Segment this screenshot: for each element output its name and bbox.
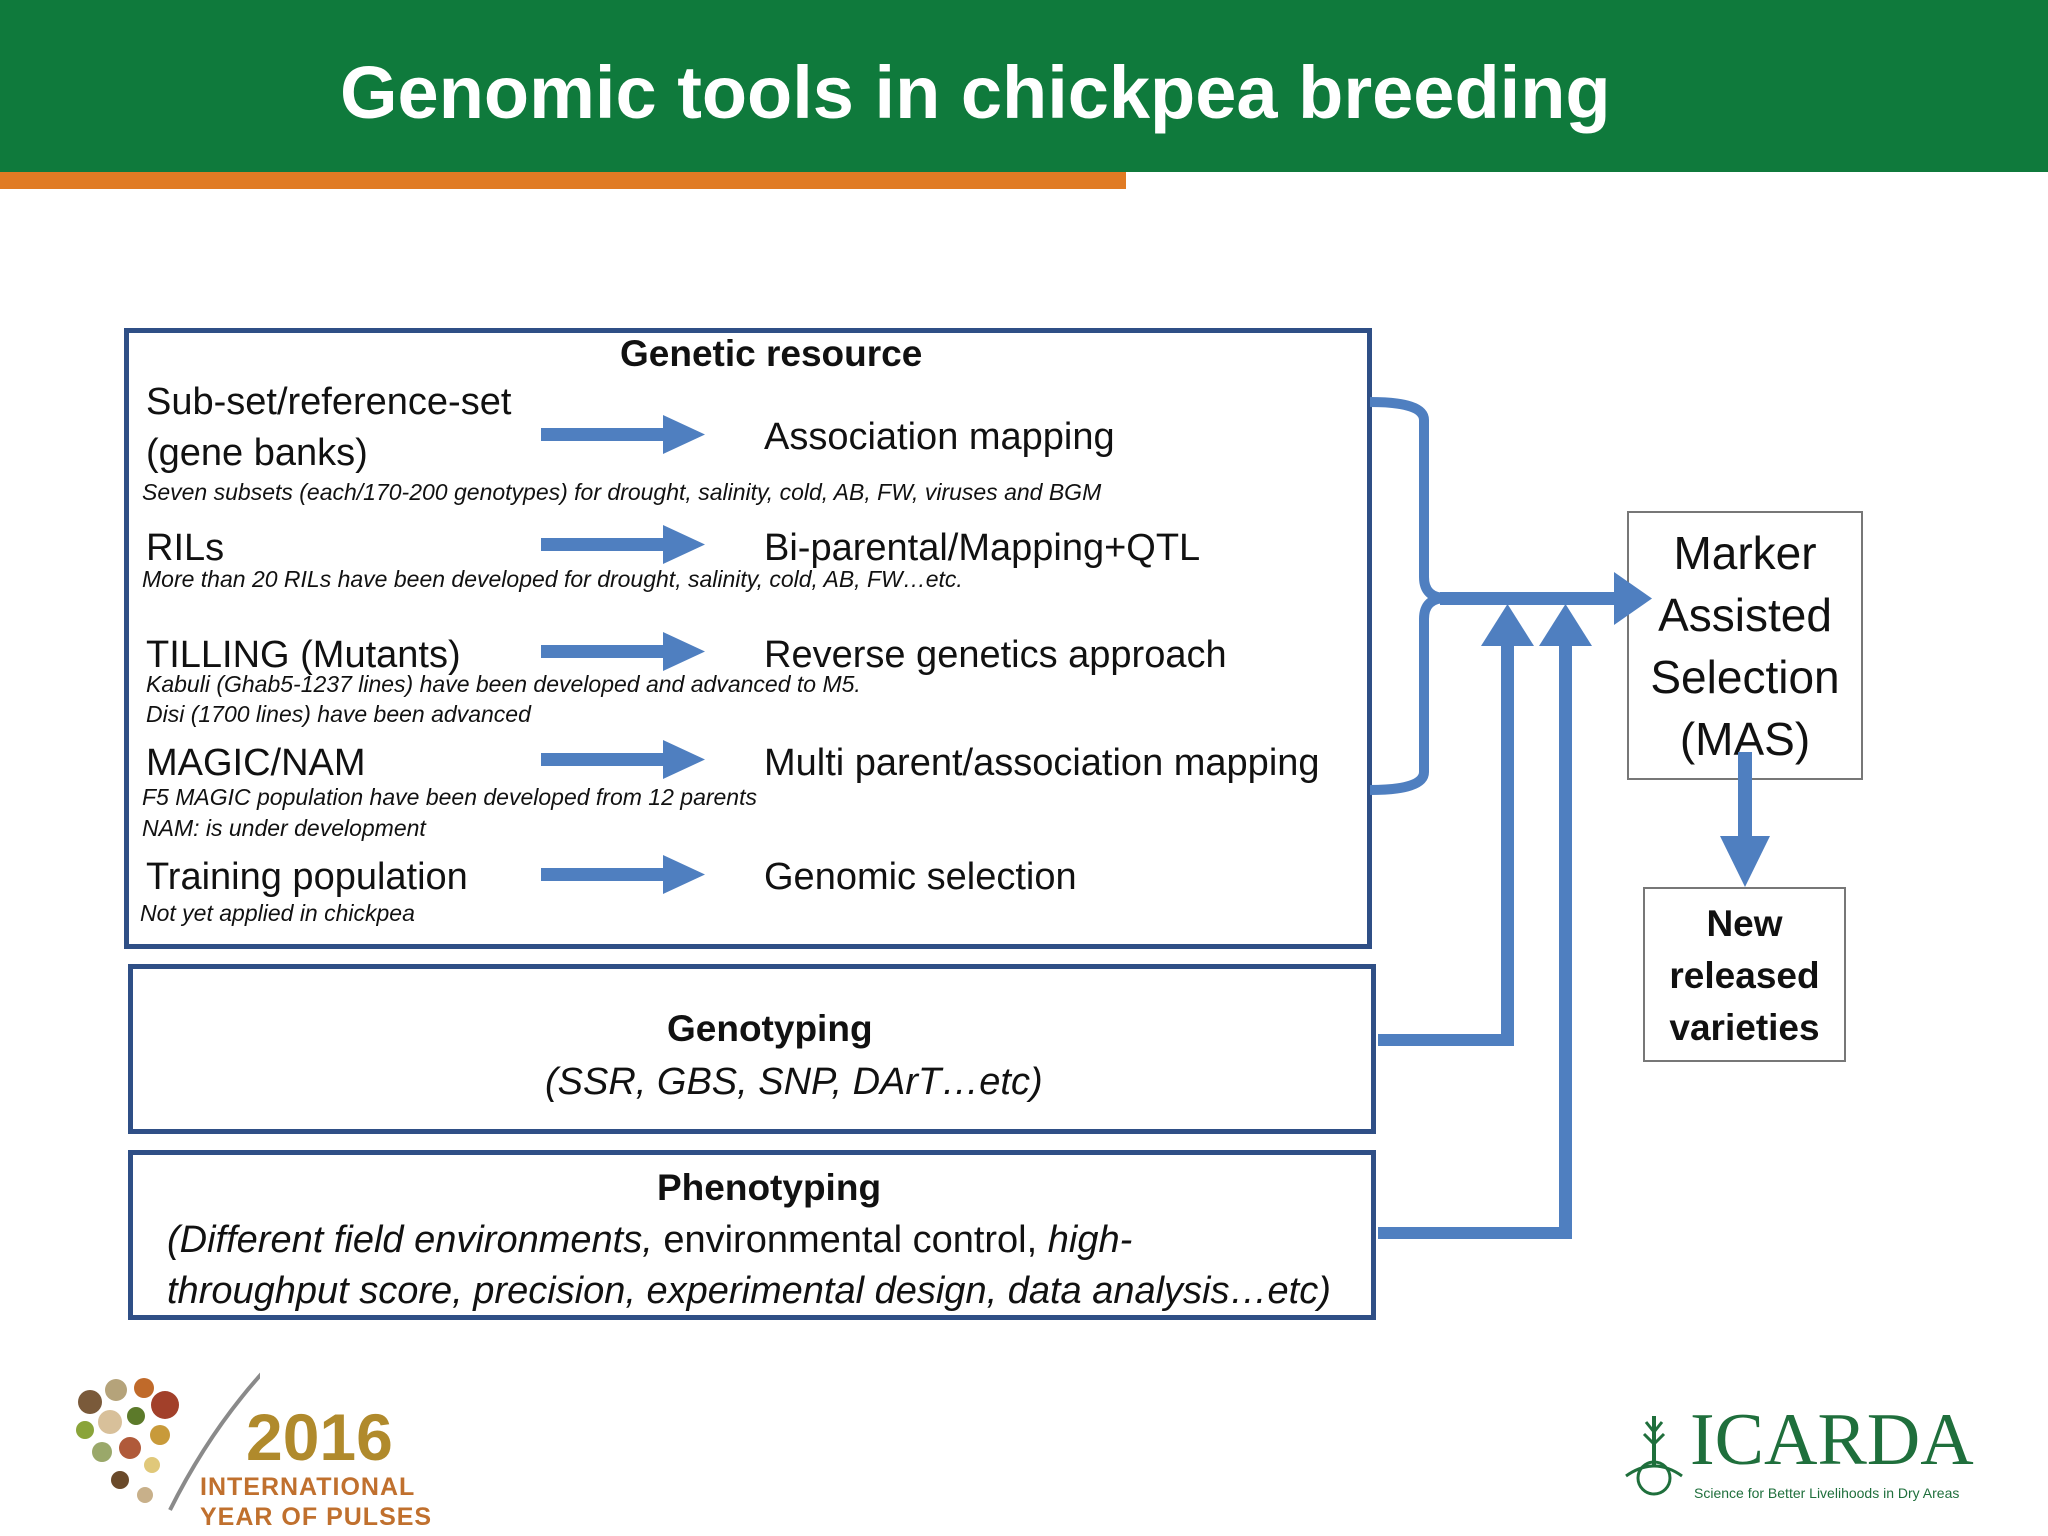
row-training-label: Training population — [146, 856, 468, 898]
bracket-connector — [1369, 397, 1447, 795]
phenotyping-box — [128, 1150, 1376, 1320]
row-tilling-note-1: Kabuli (Ghab5-1237 lines) have been deve… — [146, 671, 861, 697]
phenotyping-line1-part-b: environmental control, — [652, 1219, 1038, 1261]
phenotyping-up-arrowhead — [1539, 604, 1592, 646]
mas-line-2: Assisted — [1658, 589, 1832, 641]
icarda-tagline: Science for Better Livelihoods in Dry Ar… — [1694, 1485, 1960, 1501]
main-arrow-shaft — [1440, 592, 1620, 605]
phenotyping-detail-line1: (Different field environments, environme… — [167, 1218, 1132, 1262]
genetic-resource-box — [124, 328, 1372, 949]
genotyping-detail: (SSR, GBS, SNP, DArT…etc) — [545, 1061, 1043, 1103]
pulses-logo: 2016 INTERNATIONAL YEAR OF PULSES — [60, 1360, 431, 1536]
title-banner — [0, 0, 2048, 172]
row-arrow-rils — [541, 525, 705, 564]
row-training-note: Not yet applied in chickpea — [140, 900, 415, 926]
new-varieties-line-1: New — [1706, 903, 1783, 944]
row-rils-label: RILs — [146, 527, 225, 569]
new-varieties-line-3: varieties — [1669, 1007, 1820, 1048]
row-subset-method: Association mapping — [764, 416, 1115, 458]
pulses-year: 2016 — [246, 1400, 393, 1474]
mas-line-1: Marker — [1673, 527, 1817, 579]
icarda-name: ICARDA — [1690, 1399, 1974, 1481]
row-subset-note: Seven subsets (each/170-200 genotypes) f… — [142, 479, 1102, 505]
row-arrow-subset — [541, 415, 705, 454]
row-arrow-training — [541, 855, 705, 894]
icarda-emblem — [1625, 1416, 1683, 1496]
mas-down-arrowhead — [1720, 836, 1770, 887]
phenotyping-heading: Phenotyping — [657, 1167, 882, 1208]
slide-title: Genomic tools in chickpea breeding — [340, 51, 1611, 134]
pulses-line1: INTERNATIONAL — [200, 1473, 416, 1501]
main-arrow-head — [1614, 572, 1652, 625]
row-tilling-method: Reverse genetics approach — [764, 634, 1227, 676]
new-varieties-box — [1643, 887, 1846, 1062]
phenotyping-line1-part-a: (Different field environments, — [167, 1219, 653, 1261]
accent-bar — [0, 172, 1126, 189]
row-subset-label-line2: (gene banks) — [146, 432, 368, 474]
row-arrow-magic — [541, 740, 705, 779]
row-magic-note-2: NAM: is under development — [142, 815, 426, 841]
row-training-method: Genomic selection — [764, 856, 1077, 898]
row-subset-label-line1: Sub-set/reference-set — [146, 381, 512, 423]
mas-box — [1627, 511, 1863, 780]
mas-line-3: Selection — [1650, 651, 1840, 703]
row-rils-note: More than 20 RILs have been developed fo… — [142, 566, 963, 592]
row-arrow-tilling — [541, 632, 705, 671]
pulses-seeds-graphic — [76, 1372, 260, 1511]
phenotyping-detail-line2: throughput score, precision, experimenta… — [167, 1270, 1331, 1312]
row-rils-method: Bi-parental/Mapping+QTL — [764, 527, 1201, 569]
phenotyping-line1-part-c: high- — [1037, 1219, 1133, 1261]
row-magic-method: Multi parent/association mapping — [764, 742, 1320, 784]
row-tilling-label: TILLING (Mutants) — [146, 634, 461, 676]
icarda-logo: ICARDA Science for Better Livelihoods in… — [1616, 1400, 1996, 1510]
genotyping-up-arrowhead — [1481, 604, 1534, 646]
genotyping-box — [128, 964, 1376, 1134]
genotyping-heading: Genotyping — [667, 1008, 873, 1049]
new-varieties-line-2: released — [1669, 955, 1820, 996]
genetic-resource-heading: Genetic resource — [620, 333, 923, 374]
pulses-line2: YEAR OF PULSES — [200, 1503, 433, 1531]
row-magic-note-1: F5 MAGIC population have been developed … — [142, 784, 757, 810]
row-magic-label: MAGIC/NAM — [146, 742, 366, 784]
row-tilling-note-2: Disi (1700 lines) have been advanced — [146, 701, 531, 727]
